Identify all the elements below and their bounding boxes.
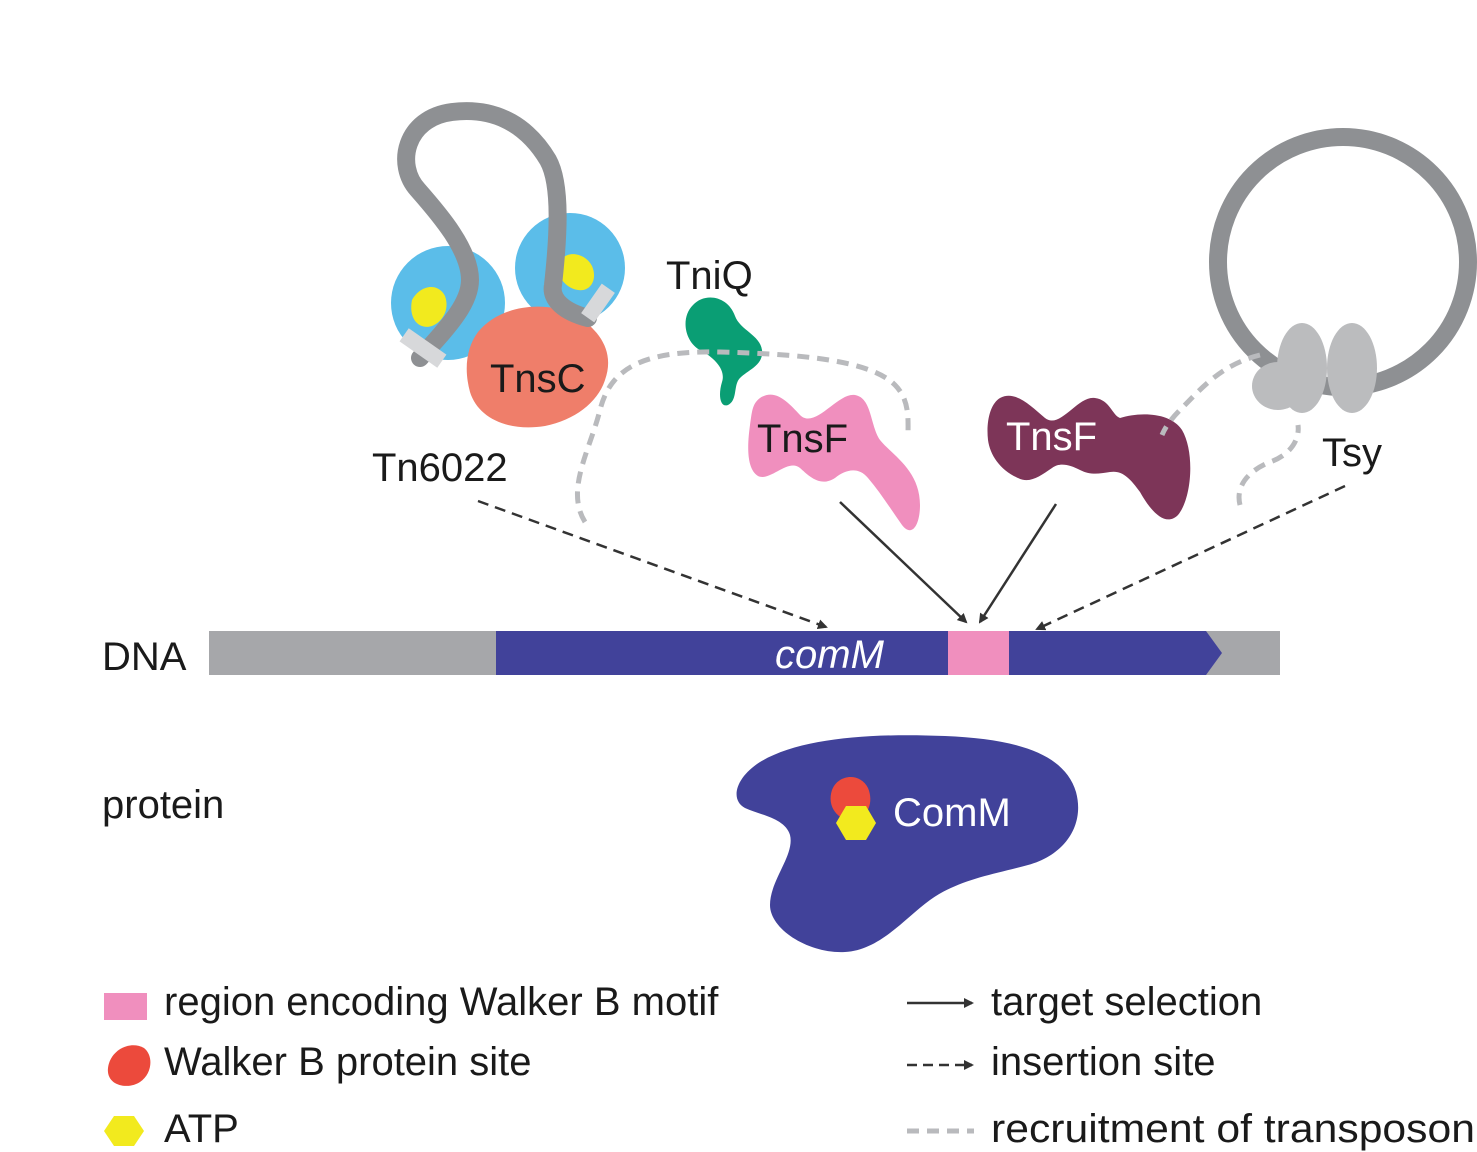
tsy-subunit-2 [1277, 323, 1327, 413]
tnsf-pink-protein: TnsF [748, 394, 920, 531]
target-arrow-tnsf-pink [839, 501, 968, 624]
legend-atp-text: ATP [164, 1107, 239, 1151]
recruitment-path-tn6022 [575, 349, 911, 524]
dna-row-label: DNA [102, 635, 187, 679]
comm-protein: ComM [736, 735, 1079, 953]
atp-yellow-left [411, 286, 447, 327]
comm-gene-label: comM [775, 633, 885, 677]
comm-protein-label: ComM [893, 791, 1011, 835]
legend-walker-region-text: region encoding Walker B motif [164, 980, 719, 1024]
tsy-subunit-3 [1327, 323, 1377, 413]
legend-insertion-text: insertion site [991, 1040, 1216, 1084]
dna-strand: comM [209, 631, 1280, 677]
tsy-complex [1159, 128, 1477, 506]
tnsc-label: TnsC [490, 357, 586, 401]
insertion-arrow-tn6022 [477, 499, 828, 629]
legend-atp-swatch [104, 1116, 144, 1146]
atp-yellow-right [558, 254, 595, 291]
comm-protein-shape [736, 735, 1079, 953]
legend-walker-site-text: Walker B protein site [164, 1040, 532, 1084]
target-arrow-tnsf-purple [978, 503, 1058, 624]
tnsc-salmon-body [466, 306, 609, 428]
tnsf-purple-protein: TnsF [987, 395, 1191, 520]
comm-gene [496, 631, 1222, 675]
legend-recruitment-text: recruitment of transposon [991, 1107, 1475, 1151]
tnsf-pink-label: TnsF [757, 417, 848, 461]
tniq-label: TniQ [666, 254, 753, 298]
transposon-dna-loop [397, 102, 597, 367]
recruitment-path-tsy [1159, 352, 1301, 506]
transposon-end-right [581, 283, 615, 323]
tsy-label: Tsy [1322, 431, 1382, 475]
tn6022-label: Tn6022 [372, 446, 508, 490]
legend-walker-region-swatch [104, 993, 147, 1020]
protein-row-label: protein [102, 783, 224, 827]
walker-b-region [948, 631, 1009, 675]
legend-walker-site-swatch [107, 1045, 151, 1086]
atp-in-protein [836, 806, 876, 840]
tnsf-pink-shape [748, 394, 920, 531]
insertion-arrow-tsy [1035, 484, 1346, 631]
tn6022-complex: TnsC [391, 102, 625, 428]
legend: region encoding Walker B motif Walker B … [104, 980, 1475, 1151]
transposon-end-left [399, 328, 447, 368]
tnsf-purple-shape [987, 395, 1191, 520]
legend-target-text: target selection [991, 980, 1262, 1024]
tnsf-purple-label: TnsF [1006, 415, 1097, 459]
